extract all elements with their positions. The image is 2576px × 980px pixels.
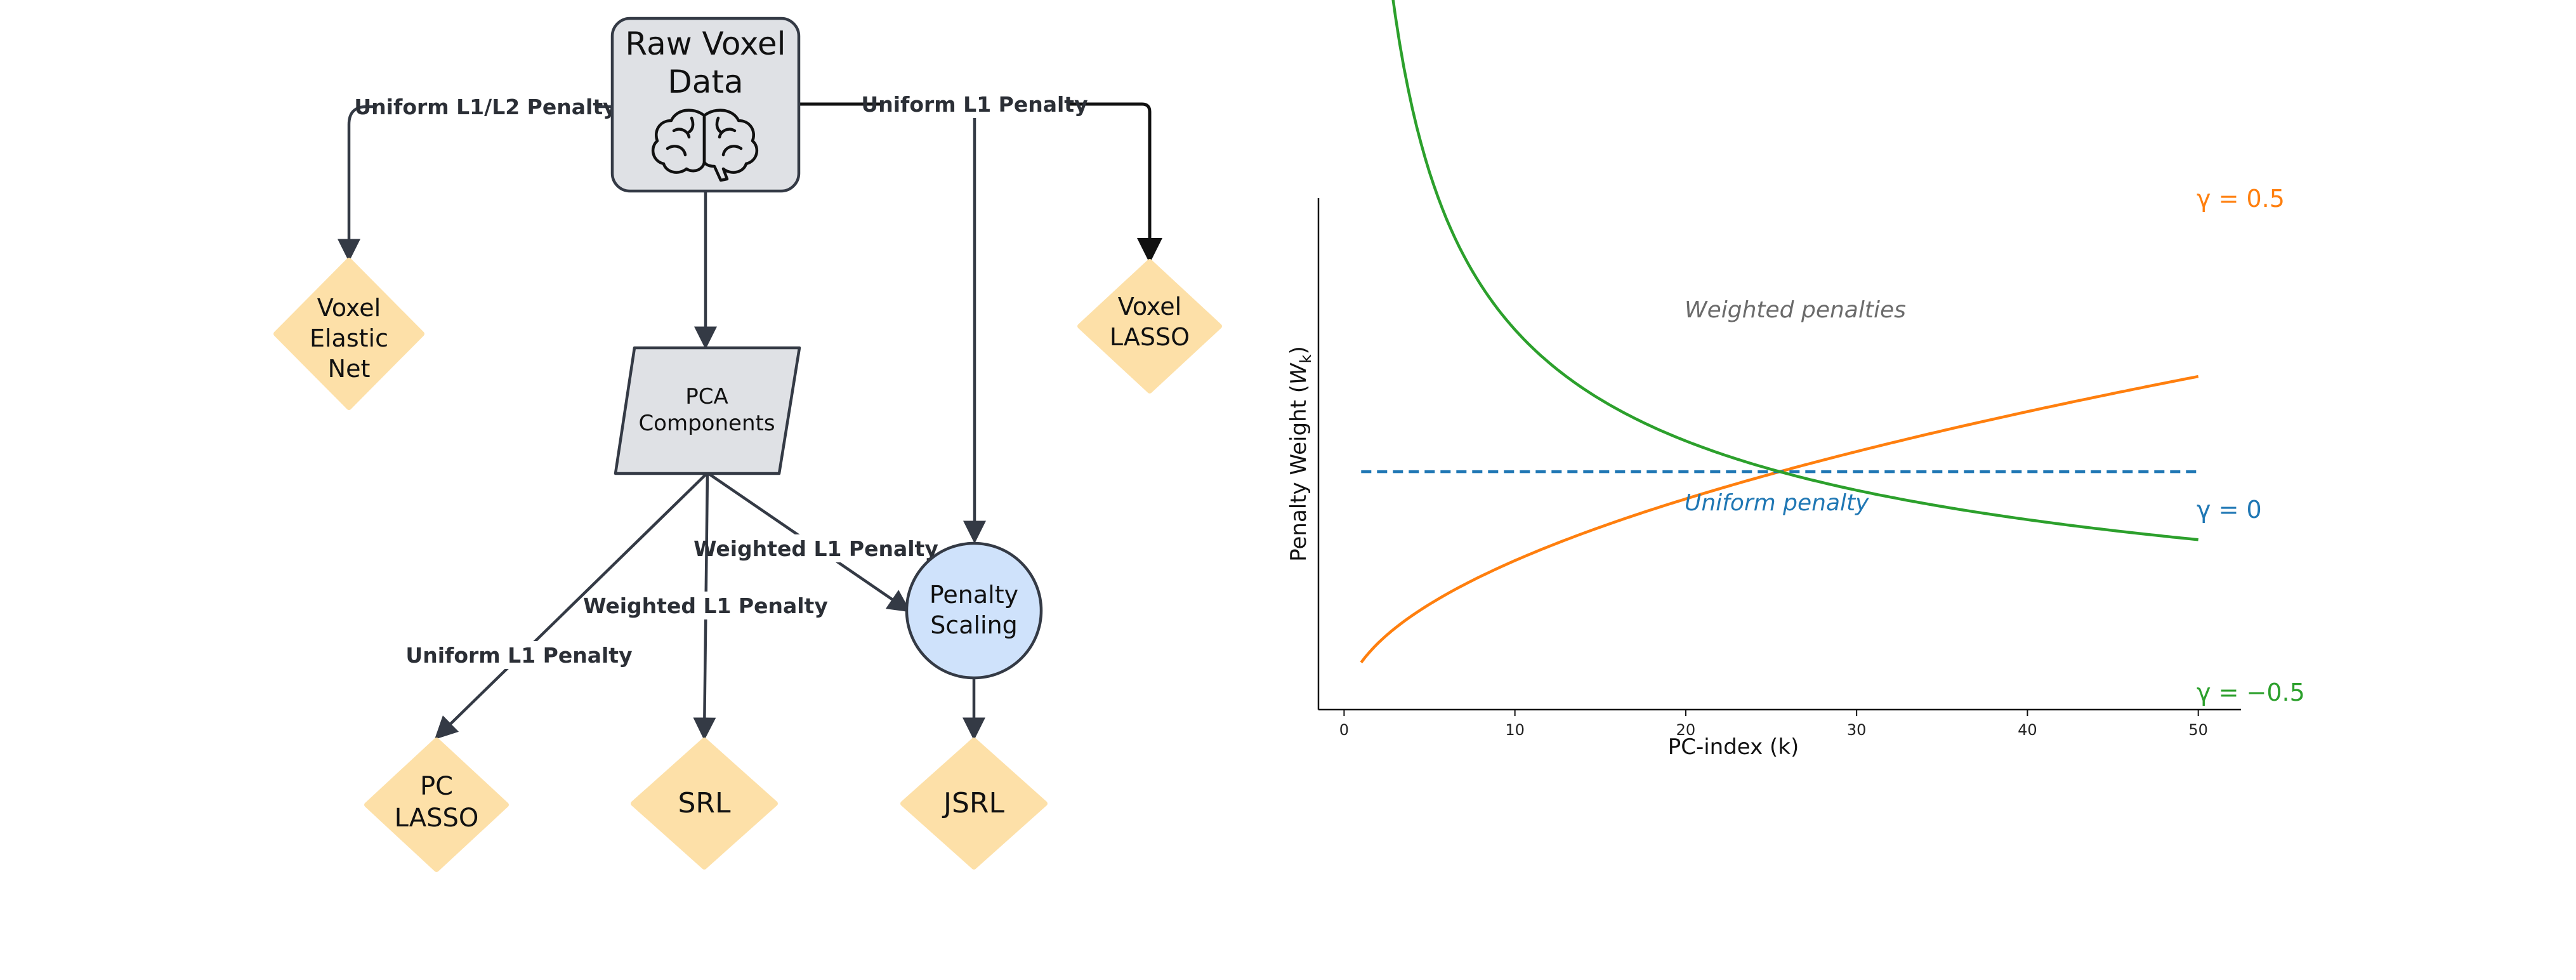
y-axis-label: Penalty Weight (Wk) xyxy=(1286,346,1315,562)
x-ticks: 0 10 20 30 40 50 xyxy=(1339,710,2208,739)
node-jsrl-label: JSRL xyxy=(942,787,1004,819)
node-elastic-line3: Net xyxy=(328,355,371,383)
x-tick-label: 10 xyxy=(1505,721,1525,739)
node-pca-line1: PCA xyxy=(685,384,728,409)
edge-label-pca-to-scaling: Weighted L1 Penalty xyxy=(693,536,938,561)
series-line-2 xyxy=(1391,0,2198,541)
node-pc-lasso: PC LASSO xyxy=(364,738,509,872)
node-raw-title-line1: Raw Voxel xyxy=(625,25,785,62)
x-axis-label: PC-index (k) xyxy=(1668,734,1799,760)
edge-label-pca-to-pc-lasso: Uniform L1 Penalty xyxy=(405,643,632,668)
x-tick-label: 30 xyxy=(1847,721,1867,739)
node-scaling-line2: Scaling xyxy=(930,611,1018,639)
series-group xyxy=(1360,0,2199,664)
edge-label-raw-to-lasso: Uniform L1 Penalty xyxy=(861,92,1088,117)
brain-icon xyxy=(651,109,759,182)
curve-label-gamma-zero: γ = 0 xyxy=(2197,496,2262,524)
node-pca-line2: Components xyxy=(638,411,775,436)
node-raw-title-line2: Data xyxy=(667,63,743,100)
node-voxel-lasso-line2: LASSO xyxy=(1110,323,1190,351)
node-srl-label: SRL xyxy=(678,787,731,819)
x-tick-label: 0 xyxy=(1339,721,1349,739)
penalty-weight-chart: 0 10 20 30 40 50 PC-index (k) Penalty Weight … xyxy=(1286,0,2305,760)
node-voxel-elastic-net: Voxel Elastic Net xyxy=(273,258,424,410)
flow-diagram: Uniform L1/L2 Penalty Uniform L1 Penalty… xyxy=(273,17,1222,872)
annotation-weighted-penalties: Weighted penalties xyxy=(1685,297,1906,323)
edge-pca-to-pc-lasso xyxy=(434,472,709,740)
node-pc-lasso-line2: LASSO xyxy=(395,804,479,833)
edge-raw-to-elastic-net xyxy=(338,105,612,262)
annotation-uniform-penalty: Uniform penalty xyxy=(1685,490,1869,516)
curve-label-gamma-pos: γ = 0.5 xyxy=(2197,185,2285,213)
node-elastic-line1: Voxel xyxy=(317,294,381,322)
node-raw-voxel-data: Raw Voxel Data xyxy=(610,17,801,193)
x-tick-label: 20 xyxy=(1676,721,1696,739)
series-line-0 xyxy=(1360,374,2199,664)
node-pca-components: PCA Components xyxy=(614,346,801,475)
node-elastic-line2: Elastic xyxy=(310,324,388,352)
node-jsrl: JSRL xyxy=(900,738,1048,870)
edge-raw-to-voxel-lasso xyxy=(798,102,1162,263)
node-voxel-lasso-line1: Voxel xyxy=(1118,293,1181,321)
node-voxel-lasso: Voxel LASSO xyxy=(1077,259,1222,394)
edge-label-pca-to-srl: Weighted L1 Penalty xyxy=(583,593,828,618)
x-tick-label: 40 xyxy=(2018,721,2037,739)
edge-label-raw-to-elastic: Uniform L1/L2 Penalty xyxy=(354,95,616,119)
curve-label-gamma-neg: γ = −0.5 xyxy=(2197,679,2305,706)
node-srl: SRL xyxy=(631,738,778,870)
node-penalty-scaling: Penalty Scaling xyxy=(905,541,1043,680)
x-tick-label: 50 xyxy=(2188,721,2208,739)
node-scaling-line1: Penalty xyxy=(930,581,1018,609)
node-pc-lasso-line1: PC xyxy=(420,772,453,801)
